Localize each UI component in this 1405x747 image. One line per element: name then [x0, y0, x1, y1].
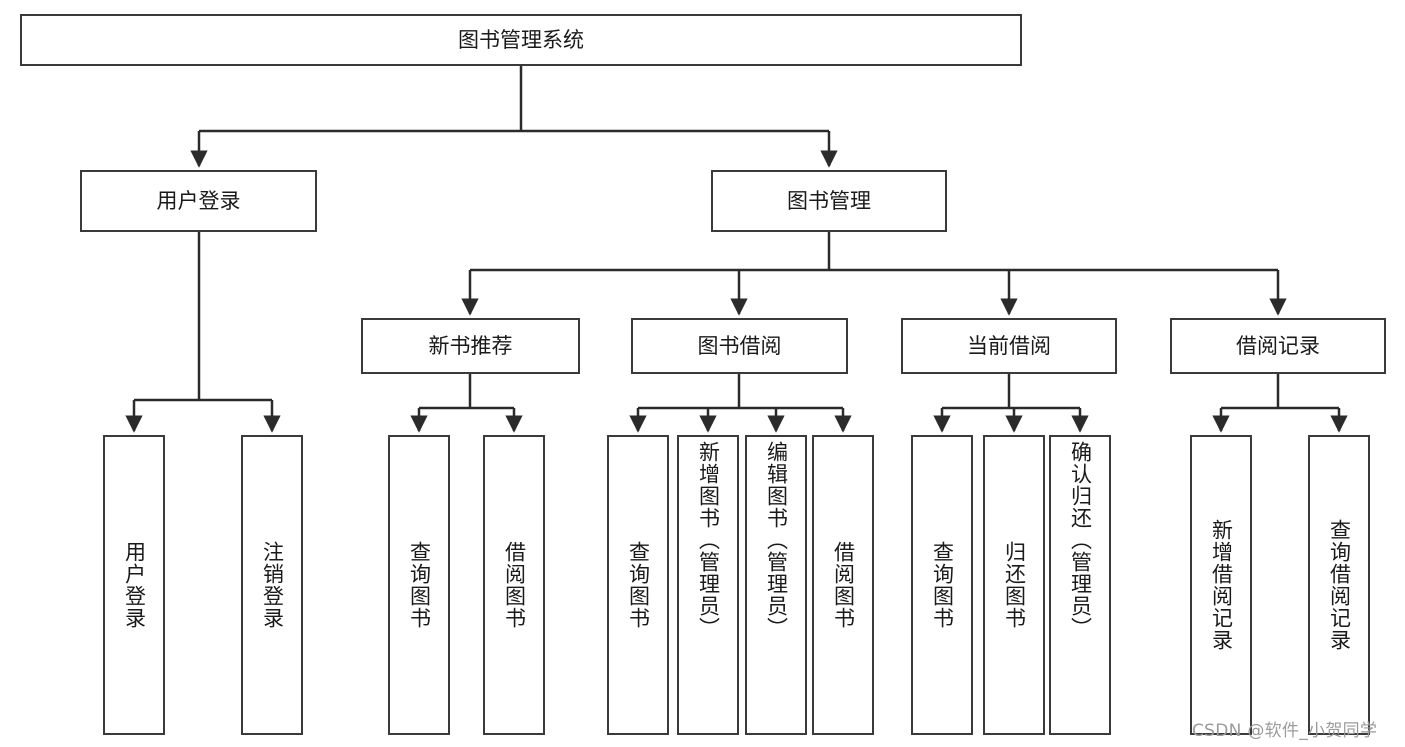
- node-leaf-add-book-admin[interactable]: 新增图书（管理员）: [677, 435, 739, 735]
- node-new-book-recommend-label: 新书推荐: [428, 333, 513, 358]
- node-current-borrow-label: 当前借阅: [967, 333, 1051, 358]
- node-root-label: 图书管理系统: [458, 27, 584, 52]
- node-leaf-query-book-1[interactable]: 查询图书: [388, 435, 450, 735]
- node-current-borrow[interactable]: 当前借阅: [901, 318, 1117, 374]
- node-leaf-query-borrow-record-label: 查询借阅记录: [1327, 519, 1352, 651]
- node-leaf-logout-login[interactable]: 注销登录: [241, 435, 303, 735]
- csdn-watermark: CSDN @软件_小贺同学: [1192, 721, 1378, 741]
- node-leaf-borrow-book-1[interactable]: 借阅图书: [483, 435, 545, 735]
- node-leaf-return-book[interactable]: 归还图书: [983, 435, 1045, 735]
- node-book-borrow[interactable]: 图书借阅: [631, 318, 848, 374]
- node-leaf-add-borrow-record-label: 新增借阅记录: [1209, 519, 1234, 651]
- node-book-borrow-label: 图书借阅: [697, 333, 782, 358]
- node-leaf-query-book-2-label: 查询图书: [626, 541, 651, 629]
- node-leaf-edit-book-admin[interactable]: 编辑图书（管理员）: [745, 435, 807, 735]
- node-leaf-confirm-return-admin[interactable]: 确认归还（管理员）: [1049, 435, 1111, 735]
- node-leaf-user-login-label: 用户登录: [122, 541, 147, 629]
- node-root[interactable]: 图书管理系统: [20, 14, 1022, 66]
- node-leaf-query-borrow-record[interactable]: 查询借阅记录: [1308, 435, 1370, 735]
- node-leaf-add-book-admin-label: 新增图书（管理员）: [696, 441, 721, 639]
- node-book-management-label: 图书管理: [787, 188, 871, 213]
- node-leaf-confirm-return-admin-label: 确认归还（管理员）: [1068, 441, 1093, 639]
- node-user-login-label: 用户登录: [156, 188, 241, 213]
- node-leaf-borrow-book-2[interactable]: 借阅图书: [812, 435, 874, 735]
- node-leaf-query-book-3-label: 查询图书: [930, 541, 955, 629]
- node-leaf-query-book-2[interactable]: 查询图书: [607, 435, 669, 735]
- node-leaf-logout-login-label: 注销登录: [260, 541, 285, 629]
- node-leaf-borrow-book-2-label: 借阅图书: [831, 541, 856, 629]
- node-user-login[interactable]: 用户登录: [80, 170, 317, 232]
- node-leaf-add-borrow-record[interactable]: 新增借阅记录: [1190, 435, 1252, 735]
- node-book-management[interactable]: 图书管理: [711, 170, 947, 232]
- node-leaf-user-login[interactable]: 用户登录: [103, 435, 165, 735]
- node-leaf-query-book-3[interactable]: 查询图书: [911, 435, 973, 735]
- node-leaf-return-book-label: 归还图书: [1002, 541, 1027, 629]
- node-leaf-edit-book-admin-label: 编辑图书（管理员）: [764, 441, 789, 639]
- node-borrow-record-label: 借阅记录: [1236, 333, 1320, 358]
- node-new-book-recommend[interactable]: 新书推荐: [361, 318, 580, 374]
- node-leaf-query-book-1-label: 查询图书: [407, 541, 432, 629]
- node-leaf-borrow-book-1-label: 借阅图书: [502, 541, 527, 629]
- node-borrow-record[interactable]: 借阅记录: [1170, 318, 1386, 374]
